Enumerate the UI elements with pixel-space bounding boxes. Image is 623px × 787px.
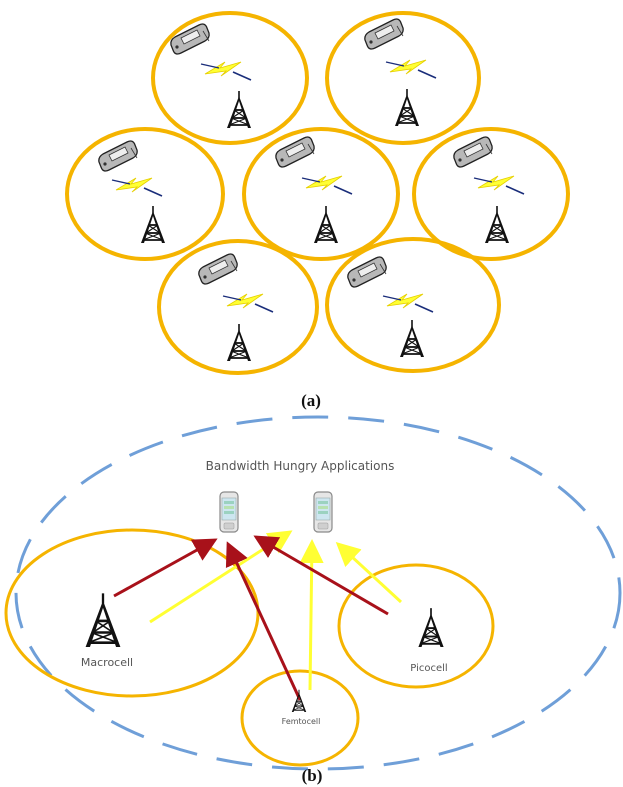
phone-icon bbox=[364, 18, 404, 50]
caption-a: (a) bbox=[301, 391, 321, 410]
phone-icon bbox=[347, 256, 387, 288]
phone-icon bbox=[453, 136, 493, 168]
lightning-bolt-icon bbox=[301, 175, 353, 195]
link-femto-to-phone2 bbox=[299, 539, 324, 691]
phone-icon bbox=[198, 253, 238, 285]
link-pico-to-phone2 bbox=[335, 541, 403, 604]
lightning-bolt-icon bbox=[382, 293, 434, 313]
cell-bottom-right bbox=[325, 237, 501, 373]
smartphone-icon bbox=[313, 491, 333, 533]
tower-icon bbox=[291, 689, 307, 713]
smartphone-icon bbox=[219, 491, 239, 533]
tower-icon bbox=[313, 205, 339, 244]
tower-icon bbox=[140, 205, 166, 244]
cell-top-right bbox=[325, 11, 481, 145]
tower-icon bbox=[484, 205, 510, 244]
links bbox=[113, 530, 403, 701]
cell-ring bbox=[151, 11, 309, 145]
cell-ring bbox=[65, 127, 225, 261]
lightning-bolt-icon bbox=[111, 177, 163, 197]
link-macro-to-phone1 bbox=[113, 538, 218, 598]
cell-ring bbox=[242, 127, 400, 261]
caption-b: (b) bbox=[302, 766, 323, 785]
lightning-bolt-icon bbox=[385, 59, 437, 79]
femtocell-ring bbox=[240, 669, 360, 767]
tower-icon bbox=[84, 592, 122, 649]
macrocell-label: Macrocell bbox=[81, 656, 133, 669]
panel-a: (a) bbox=[65, 11, 570, 410]
tower-icon bbox=[417, 607, 445, 648]
cell-middle-left bbox=[65, 127, 225, 261]
cell-middle-right bbox=[412, 127, 570, 261]
diagram-title: Bandwidth Hungry Applications bbox=[206, 459, 395, 473]
lightning-bolt-icon bbox=[200, 61, 252, 81]
cell-ring bbox=[325, 11, 481, 145]
tower-icon bbox=[399, 319, 425, 358]
lightning-bolt-icon bbox=[473, 175, 525, 195]
macrocell-ring bbox=[4, 528, 260, 698]
tower-icon bbox=[394, 88, 420, 127]
link-femto-to-phone1 bbox=[225, 541, 302, 701]
coverage-boundary bbox=[14, 415, 622, 771]
cell-ring bbox=[412, 127, 570, 261]
tower-icon bbox=[226, 323, 252, 362]
phone-icon bbox=[275, 136, 315, 168]
phone-icon bbox=[170, 23, 210, 55]
link-pico-to-phone1 bbox=[253, 535, 389, 616]
picocell-label: Picocell bbox=[410, 663, 447, 674]
phone-icon bbox=[98, 140, 138, 172]
cell-top-left bbox=[151, 11, 309, 145]
picocell-ring bbox=[337, 563, 495, 689]
panel-b: Bandwidth Hungry Applications Macrocell … bbox=[4, 415, 622, 785]
tower-icon bbox=[226, 90, 252, 129]
cell-ring bbox=[157, 239, 319, 375]
cell-ring bbox=[325, 237, 501, 373]
cell-middle-center bbox=[242, 127, 400, 261]
femtocell-label: Femtocell bbox=[282, 717, 321, 726]
lightning-bolt-icon bbox=[222, 293, 274, 313]
cell-bottom-left bbox=[157, 239, 319, 375]
